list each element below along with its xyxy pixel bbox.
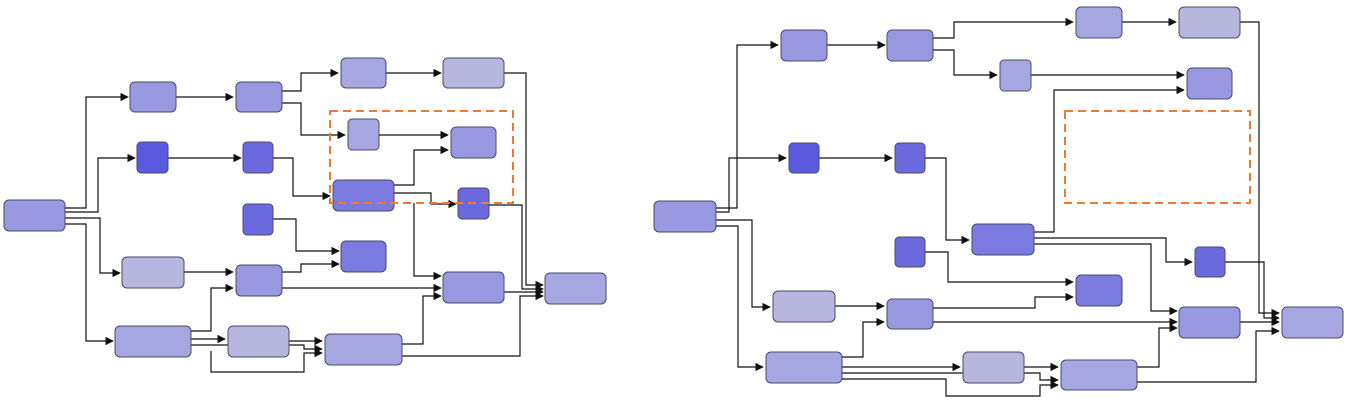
- edge: [64, 153, 136, 213]
- highlight-box: [329, 110, 514, 204]
- edge: [489, 204, 544, 294]
- L-p1: [121, 256, 185, 289]
- L-r: [442, 271, 505, 304]
- edge: [1137, 323, 1178, 368]
- L-b1: [136, 141, 169, 174]
- R-a3: [1075, 6, 1123, 39]
- R-b1: [788, 142, 820, 174]
- left-diagram: [3, 57, 607, 373]
- edge: [273, 218, 340, 256]
- R-c2: [1186, 67, 1233, 100]
- R-a1: [780, 29, 828, 62]
- R-m: [971, 223, 1035, 256]
- R-a4: [1178, 6, 1241, 39]
- edge: [402, 291, 544, 357]
- edge: [1034, 237, 1193, 267]
- L-n2: [340, 240, 387, 273]
- edge: [402, 291, 442, 345]
- edge: [413, 203, 442, 281]
- edge: [933, 292, 1074, 309]
- right-edges: [716, 17, 1280, 397]
- edge: [716, 40, 779, 209]
- R-q2: [962, 351, 1025, 384]
- R-n2: [1075, 274, 1123, 307]
- edge: [933, 17, 1074, 39]
- right-nodes: [653, 6, 1344, 391]
- R-n1: [894, 236, 926, 268]
- edge: [64, 92, 129, 209]
- L-q3: [324, 333, 403, 366]
- edge: [716, 225, 764, 372]
- edge: [842, 317, 885, 358]
- L-q2: [227, 325, 290, 358]
- edge: [1034, 243, 1178, 316]
- R-r: [1178, 306, 1241, 339]
- edge: [716, 153, 787, 213]
- R-d1: [1194, 246, 1226, 278]
- right-diagram: [653, 6, 1344, 397]
- edge: [1137, 326, 1280, 383]
- edge: [842, 378, 1059, 397]
- left-nodes: [3, 57, 607, 366]
- R-q3: [1060, 359, 1138, 391]
- edge: [1240, 21, 1280, 318]
- edge: [282, 102, 346, 140]
- L-src: [3, 199, 66, 232]
- L-n1: [242, 203, 274, 236]
- L-a1: [129, 81, 177, 113]
- L-s: [544, 272, 607, 305]
- R-s: [1281, 306, 1344, 339]
- edge: [210, 348, 323, 373]
- L-q1: [114, 325, 192, 358]
- L-b2: [242, 141, 274, 174]
- L-p2: [235, 264, 283, 297]
- R-c1: [999, 59, 1032, 92]
- R-src: [653, 200, 717, 233]
- edge: [282, 68, 339, 92]
- edge: [716, 219, 771, 312]
- L-a3: [340, 57, 387, 89]
- L-a2: [235, 81, 283, 113]
- edge: [925, 157, 970, 245]
- edge: [504, 72, 544, 290]
- edge: [273, 157, 331, 201]
- L-c1: [347, 118, 380, 151]
- L-a4: [442, 57, 505, 89]
- R-q1: [765, 351, 843, 384]
- edge: [1034, 85, 1185, 233]
- R-b2: [894, 142, 926, 174]
- R-p1: [772, 290, 836, 323]
- edge: [64, 223, 114, 346]
- edge: [64, 217, 121, 278]
- edge: [925, 251, 1074, 287]
- edge: [842, 372, 1059, 385]
- edge: [191, 283, 234, 332]
- R-p2: [886, 298, 934, 330]
- L-c2: [450, 126, 497, 159]
- R-a2: [886, 29, 934, 62]
- edge: [933, 49, 998, 80]
- edge: [282, 259, 340, 273]
- L-m: [332, 179, 395, 212]
- edge: [394, 145, 449, 186]
- highlight-box: [1064, 110, 1251, 204]
